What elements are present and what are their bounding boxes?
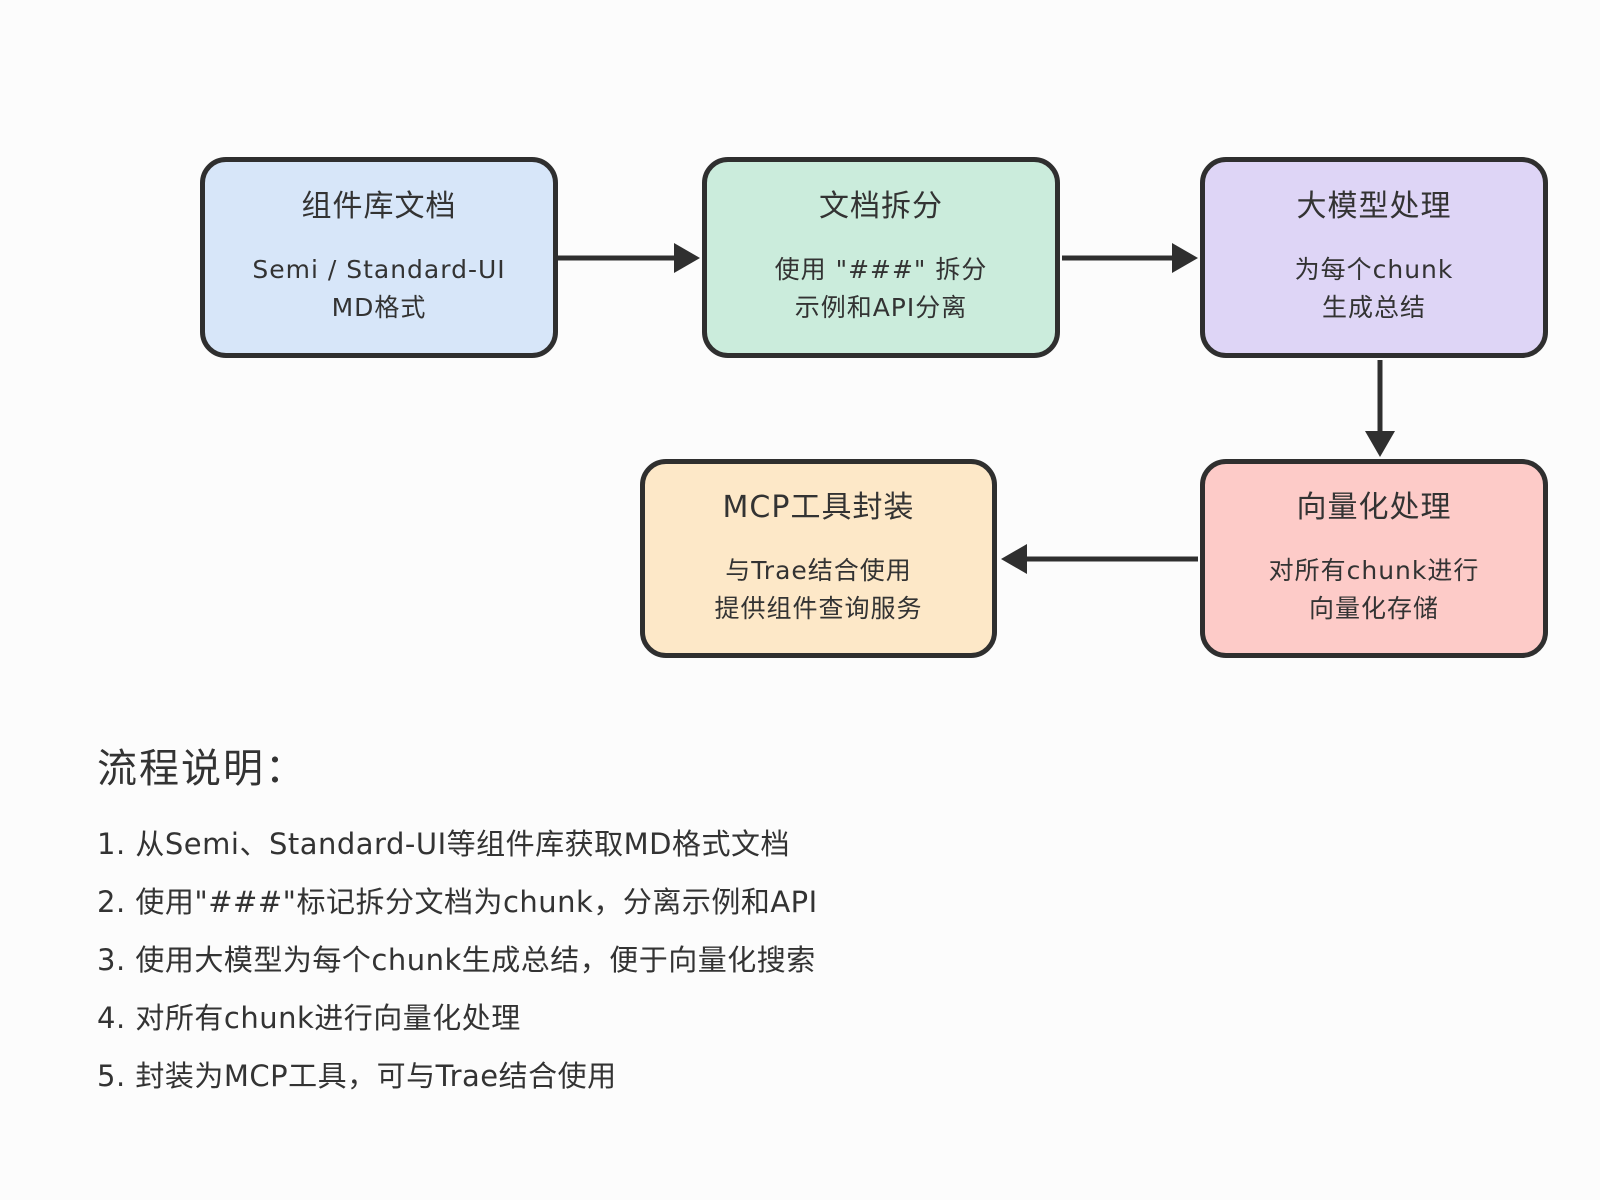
node-vectorize: 向量化处理 对所有chunk进行 向量化存储	[1200, 459, 1548, 658]
node-body-line: 生成总结	[1321, 292, 1426, 322]
node-doc-split: 文档拆分 使用 "###" 拆分 示例和API分离	[702, 157, 1060, 358]
notes-item: 3. 使用大模型为每个chunk生成总结，便于向量化搜索	[97, 943, 816, 977]
node-title: 向量化处理	[1296, 489, 1452, 525]
notes-item: 2. 使用"###"标记拆分文档为chunk，分离示例和API	[97, 885, 818, 919]
arrow-docs-to-split	[556, 243, 700, 273]
node-title: MCP工具封装	[722, 489, 915, 525]
node-body-line: Semi / Standard-UI	[252, 254, 506, 284]
node-body-line: 示例和API分离	[794, 292, 968, 322]
node-body: 与Trae结合使用 提供组件查询服务	[714, 552, 922, 628]
notes-item: 1. 从Semi、Standard-UI等组件库获取MD格式文档	[97, 827, 790, 861]
node-llm-process: 大模型处理 为每个chunk 生成总结	[1200, 157, 1548, 358]
node-title: 组件库文档	[301, 188, 457, 224]
notes-item: 5. 封装为MCP工具，可与Trae结合使用	[97, 1059, 617, 1093]
node-body-line: MD格式	[331, 292, 427, 322]
node-component-docs: 组件库文档 Semi / Standard-UI MD格式	[200, 157, 558, 358]
node-mcp-tool: MCP工具封装 与Trae结合使用 提供组件查询服务	[640, 459, 997, 658]
node-body-line: 提供组件查询服务	[714, 593, 923, 623]
node-body: 对所有chunk进行 向量化存储	[1269, 552, 1480, 628]
node-body: Semi / Standard-UI MD格式	[252, 251, 505, 327]
node-title: 文档拆分	[819, 188, 943, 224]
notes-title: 流程说明：	[97, 746, 307, 792]
arrow-llm-to-vectorize	[1365, 360, 1395, 457]
process-notes: 流程说明： 1. 从Semi、Standard-UI等组件库获取MD格式文档 2…	[97, 745, 1197, 1117]
node-body-line: 使用 "###" 拆分	[774, 254, 988, 284]
node-body-line: 与Trae结合使用	[725, 555, 912, 585]
node-body-line: 对所有chunk进行	[1268, 555, 1480, 585]
node-body: 为每个chunk 生成总结	[1295, 251, 1454, 327]
notes-list: 1. 从Semi、Standard-UI等组件库获取MD格式文档 2. 使用"#…	[97, 827, 1197, 1093]
arrow-vectorize-to-mcp	[1001, 544, 1198, 574]
notes-item: 4. 对所有chunk进行向量化处理	[97, 1001, 521, 1035]
node-body-line: 为每个chunk	[1294, 254, 1454, 284]
node-body: 使用 "###" 拆分 示例和API分离	[775, 251, 988, 327]
node-body-line: 向量化存储	[1308, 593, 1439, 623]
arrow-split-to-llm	[1062, 243, 1198, 273]
node-title: 大模型处理	[1296, 188, 1452, 224]
